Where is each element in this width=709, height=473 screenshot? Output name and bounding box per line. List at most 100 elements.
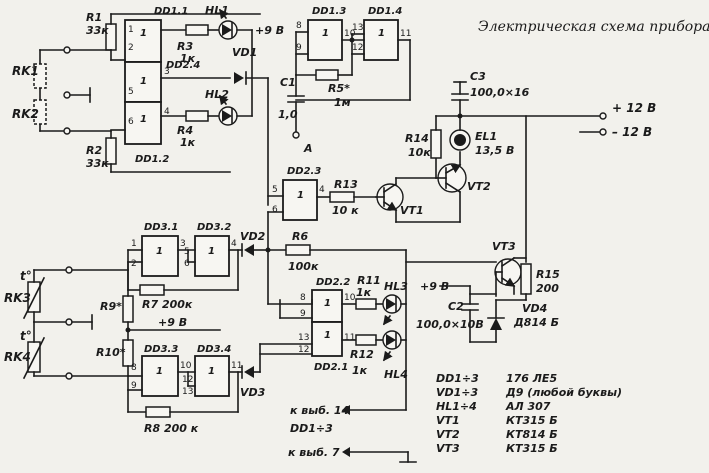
legend-ref-2: HL1÷4: [436, 400, 477, 413]
pin-dd32-4: 4: [231, 239, 237, 249]
r4-value: 1к: [180, 136, 196, 149]
r12-value: 1к: [352, 364, 368, 377]
dd3-4-label: DD3.4: [197, 344, 231, 355]
dd3-2-label: DD3.2: [197, 222, 231, 233]
r8-resistor: [145, 406, 171, 418]
pin-dd14-13: 13: [352, 23, 363, 33]
c3-value: 100,0×16: [470, 86, 530, 99]
legend-ref-0: DD1÷3: [436, 372, 479, 385]
pin-dd33-9: 9: [131, 381, 137, 391]
r8-label: R8 200 к: [144, 422, 199, 435]
dd2-3-sym: 1: [297, 190, 304, 201]
dd3-3-label: DD3.3: [144, 344, 178, 355]
pin-dd14-11: 11: [400, 29, 411, 39]
dd1-4-gate: [363, 19, 399, 61]
point-a-label: А: [303, 142, 313, 155]
r11-resistor: [355, 298, 377, 310]
pin-dd34-11: 11: [231, 361, 242, 371]
pin-dd31-1: 1: [131, 239, 137, 249]
pin-dd13-8: 8: [296, 21, 302, 31]
pin-dd11-3: 3: [164, 67, 170, 77]
dd1-2-sym: 1: [140, 114, 147, 125]
dd2-3-gate: [282, 179, 318, 221]
pin-dd14-12: 12: [352, 43, 363, 53]
r11-name: R11: [357, 274, 381, 287]
dd3-1-label: DD3.1: [144, 222, 178, 233]
el1-lamp: [449, 129, 471, 151]
r1-name: R1: [86, 11, 102, 24]
pin-dd33-8: 8: [131, 363, 137, 373]
r2-name: R2: [86, 144, 102, 157]
pin-dd22-10: 10: [344, 293, 356, 303]
dd1-2-gate: [124, 101, 162, 145]
r5-resistor: [315, 69, 339, 81]
legend-part-1: Д9 (любой буквы): [505, 386, 622, 399]
r11-value: 1к: [356, 286, 372, 299]
pin-dd13-9: 9: [296, 43, 302, 53]
r15-name: R15: [536, 268, 560, 281]
dd2-1-gate: [311, 321, 343, 357]
dd1-4-sym: 1: [378, 28, 385, 39]
legend-part-0: 176 ЛЕ5: [506, 372, 557, 385]
pin-dd33-10: 10: [180, 361, 192, 371]
vd1-diode: [234, 71, 247, 85]
el1-value: 13,5 В: [475, 144, 514, 157]
dd3-4-gate: [194, 355, 230, 397]
minus12-label: – 12 В: [612, 125, 652, 139]
dd1-4-label: DD1.4: [368, 6, 402, 17]
plus9-mid-label: +9 В: [158, 316, 187, 329]
r10-label: R10*: [96, 346, 126, 359]
pin-dd13-10: 10: [344, 29, 356, 39]
r6-resistor: [285, 244, 311, 256]
pin-dd12-6: 6: [128, 117, 134, 127]
r9-resistor: [122, 295, 134, 323]
vd3-label: VD3: [240, 386, 266, 399]
vd2-label: VD2: [240, 230, 266, 243]
r5-value: 1м: [334, 96, 351, 109]
dd3-2-sym: 1: [208, 246, 215, 257]
rk4-temp-label: t°: [20, 329, 32, 343]
pin-dd11-2: 2: [128, 43, 134, 53]
pin-dd32-5: 5: [184, 247, 190, 257]
vt3-label: VT3: [492, 240, 516, 253]
vt1-transistor: [375, 182, 404, 212]
hl4-led: [382, 330, 402, 362]
r9-label: R9*: [100, 300, 122, 313]
dd1-3-gate: [307, 19, 343, 61]
dd1-1-label: DD1.1: [154, 6, 188, 17]
dd1-2-label: DD1.2: [135, 154, 169, 165]
plus9-right-label: +9 В: [420, 280, 449, 293]
r12-resistor: [355, 334, 377, 346]
r14-value: 10к: [408, 146, 431, 159]
vd4-zener: [487, 317, 505, 330]
parts-legend: DD1÷3 176 ЛЕ5 VD1÷3 Д9 (любой буквы) HL1…: [436, 372, 622, 455]
hl2-label: HL2: [205, 88, 229, 101]
vd4-label: VD4: [522, 302, 547, 315]
vd1-label: VD1: [232, 46, 257, 59]
pin-dd11-1: 1: [128, 25, 134, 35]
hl1-label: HL1: [205, 4, 229, 17]
vt2-transistor: [435, 163, 467, 194]
dd2-3-label: DD2.3: [287, 166, 321, 177]
legend-part-5: КТ315 Б: [506, 442, 558, 455]
rk3-temp-label: t°: [20, 269, 32, 283]
dd3-2-gate: [194, 235, 230, 277]
vd3-diode: [241, 365, 254, 379]
vt2-label: VT2: [467, 180, 491, 193]
vd4-type: Д814 Б: [513, 316, 559, 329]
r4-name: R4: [177, 124, 193, 137]
legend-ref-1: VD1÷3: [436, 386, 479, 399]
rk4-label: RK4: [4, 350, 31, 364]
c3-name: C3: [470, 70, 486, 83]
c2-value: 100,0×10В: [416, 318, 484, 331]
hl3-led: [382, 294, 402, 326]
r14-resistor: [430, 129, 442, 159]
hl2-led: [218, 94, 238, 126]
pin-dd23-5: 5: [272, 185, 278, 195]
plus12-label: + 12 В: [612, 101, 656, 115]
pin-dd22-9: 9: [300, 309, 306, 319]
r3-value: 1к: [180, 52, 196, 65]
pin-dd23-4: 4: [319, 185, 325, 195]
dd3-1-sym: 1: [156, 246, 163, 257]
